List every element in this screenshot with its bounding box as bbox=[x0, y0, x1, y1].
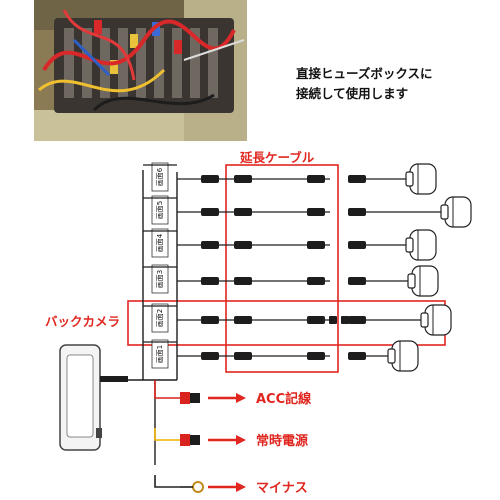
fuse-tap-body bbox=[190, 435, 200, 445]
arrow-right-icon bbox=[236, 435, 246, 445]
connector-plug bbox=[234, 316, 252, 324]
extension-cable-label: 延長ケーブル bbox=[239, 150, 315, 165]
fuse-tap-body bbox=[190, 393, 200, 403]
channel-rows: 画面6 画面5 画面4 画面3 画面2 画面1 bbox=[143, 162, 472, 372]
channel-row: 画面4 bbox=[143, 228, 437, 261]
fuse-tap-icon bbox=[180, 392, 190, 404]
connector-plug bbox=[234, 241, 252, 249]
monitor bbox=[59, 344, 128, 451]
camera-icon bbox=[420, 304, 452, 336]
channel-label: 画面1 bbox=[156, 345, 164, 363]
connector-plug bbox=[307, 316, 325, 324]
back-camera-label: バックカメラ bbox=[45, 314, 120, 329]
channel-label: 画面4 bbox=[156, 233, 164, 252]
connector-plug bbox=[329, 316, 337, 324]
caption-line-2: 接続して使用します bbox=[296, 86, 409, 101]
channel-row: 画面5 bbox=[143, 195, 472, 228]
power-line: 常時電源 bbox=[154, 428, 308, 449]
connector-plug bbox=[234, 175, 252, 183]
connector-plug bbox=[348, 316, 366, 324]
power-wire bbox=[154, 380, 180, 399]
channel-row: 画面3 bbox=[143, 264, 439, 297]
channel-label-box bbox=[151, 303, 169, 333]
connector-plug bbox=[307, 241, 325, 249]
channel-label: 画面5 bbox=[156, 201, 164, 219]
connector-plug bbox=[234, 208, 252, 216]
arrow-right-icon bbox=[236, 482, 246, 492]
connector-plug bbox=[348, 175, 366, 183]
channel-label-box bbox=[151, 339, 169, 369]
power-line-label: マイナス bbox=[256, 481, 308, 496]
arrow-right-icon bbox=[236, 393, 246, 403]
connector-plug bbox=[307, 277, 325, 285]
channel-label: 画面3 bbox=[156, 270, 164, 288]
fuse-box-photo bbox=[34, 0, 247, 141]
fuse-tap-icon bbox=[180, 434, 190, 446]
back-camera-frame bbox=[127, 300, 446, 346]
channel-row: 画面1 bbox=[143, 339, 419, 372]
channel-label-box bbox=[151, 162, 169, 192]
power-line: マイナス bbox=[154, 475, 308, 496]
camera-icon bbox=[407, 265, 439, 297]
channel-label-box bbox=[151, 228, 169, 258]
channel-label-box bbox=[151, 195, 169, 225]
power-wire bbox=[154, 475, 180, 488]
connector-plug bbox=[341, 316, 349, 324]
channel-label: 画面2 bbox=[156, 309, 164, 327]
camera-icon bbox=[387, 340, 419, 372]
connector-plug bbox=[201, 277, 219, 285]
channel-label-box bbox=[151, 264, 169, 294]
connector-plug bbox=[348, 208, 366, 216]
connector-plug bbox=[234, 352, 252, 360]
channel-label: 画面6 bbox=[156, 167, 164, 186]
power-wire bbox=[154, 428, 180, 441]
extension-cable-frame bbox=[225, 164, 339, 373]
connector-plug bbox=[307, 352, 325, 360]
fuse-box-illustration bbox=[34, 0, 247, 141]
ring-terminal-icon bbox=[192, 481, 204, 493]
connector-plug bbox=[234, 277, 252, 285]
camera-icon bbox=[440, 196, 472, 228]
connector-plug bbox=[348, 241, 366, 249]
caption-line-1: 直接ヒューズボックスに bbox=[296, 66, 433, 81]
connector-plug bbox=[201, 241, 219, 249]
connector-plug bbox=[348, 352, 366, 360]
connector-plug bbox=[201, 316, 219, 324]
connector-plug bbox=[307, 208, 325, 216]
power-line-label: ACC記線 bbox=[256, 391, 312, 407]
camera-icon bbox=[405, 163, 437, 195]
connector-plug bbox=[307, 175, 325, 183]
connector-plug bbox=[348, 277, 366, 285]
connector-plug bbox=[201, 175, 219, 183]
connector-plug bbox=[201, 208, 219, 216]
power-line-label: 常時電源 bbox=[256, 433, 308, 449]
connector-plug bbox=[201, 352, 219, 360]
camera-icon bbox=[405, 229, 437, 261]
power-line: ACC記線 bbox=[154, 380, 312, 407]
channel-row: 画面6 bbox=[143, 162, 437, 195]
channel-row: 画面2 bbox=[143, 303, 452, 336]
caption: 直接ヒューズボックスに 接続して使用します bbox=[296, 64, 486, 104]
